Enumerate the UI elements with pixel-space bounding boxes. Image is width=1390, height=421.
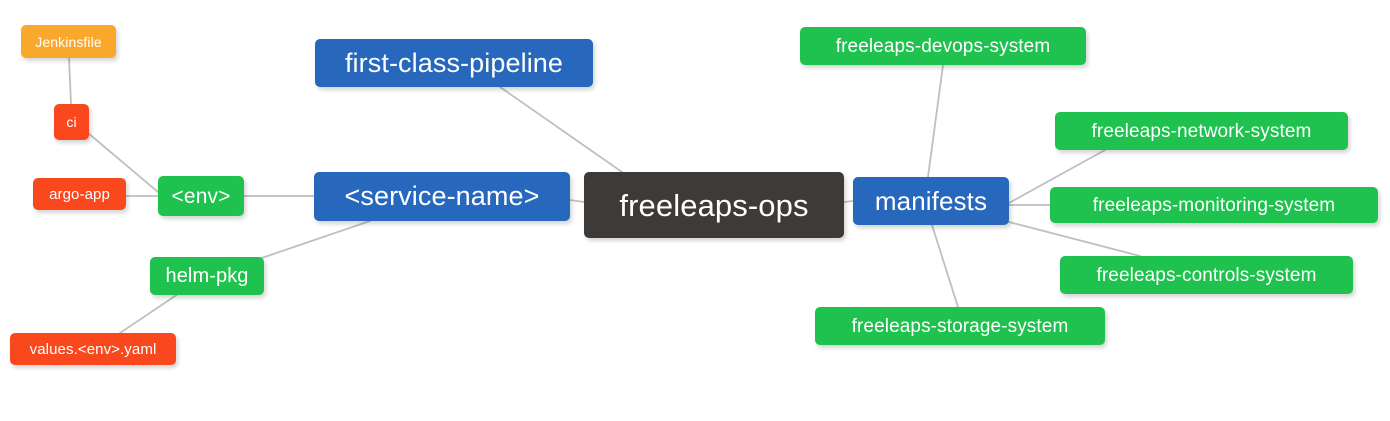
node-helm-pkg[interactable]: helm-pkg (150, 257, 264, 295)
node-freeleaps-ops[interactable]: freeleaps-ops (584, 172, 844, 238)
node-label-controls-system: freeleaps-controls-system (1096, 264, 1317, 286)
node-ci[interactable]: ci (54, 104, 89, 140)
node-label-jenkinsfile: Jenkinsfile (35, 33, 102, 50)
node-label-first-class-pipeline: first-class-pipeline (344, 47, 564, 78)
node-label-helm-pkg: helm-pkg (165, 265, 249, 287)
node-env[interactable]: <env> (158, 176, 244, 216)
node-label-ci: ci (66, 114, 77, 130)
node-manifests[interactable]: manifests (853, 177, 1009, 225)
node-devops-system[interactable]: freeleaps-devops-system (800, 27, 1086, 65)
node-label-values-yaml: values.<env>.yaml (29, 340, 157, 358)
node-argo-app[interactable]: argo-app (33, 178, 126, 210)
node-label-network-system: freeleaps-network-system (1091, 120, 1312, 142)
node-label-freeleaps-ops: freeleaps-ops (619, 187, 809, 223)
node-label-storage-system: freeleaps-storage-system (851, 315, 1069, 337)
node-label-devops-system: freeleaps-devops-system (835, 35, 1051, 57)
node-service-name[interactable]: <service-name> (314, 172, 570, 221)
node-jenkinsfile[interactable]: Jenkinsfile (21, 25, 116, 58)
node-label-monitoring-system: freeleaps-monitoring-system (1092, 194, 1336, 216)
node-storage-system[interactable]: freeleaps-storage-system (815, 307, 1105, 345)
node-monitoring-system[interactable]: freeleaps-monitoring-system (1050, 187, 1378, 223)
node-label-manifests: manifests (874, 186, 988, 216)
node-values-yaml[interactable]: values.<env>.yaml (10, 333, 176, 365)
node-label-argo-app: argo-app (49, 185, 110, 203)
node-first-class-pipeline[interactable]: first-class-pipeline (315, 39, 593, 87)
node-network-system[interactable]: freeleaps-network-system (1055, 112, 1348, 150)
node-label-service-name: <service-name> (344, 181, 540, 211)
node-controls-system[interactable]: freeleaps-controls-system (1060, 256, 1353, 294)
node-label-env: <env> (171, 184, 231, 208)
